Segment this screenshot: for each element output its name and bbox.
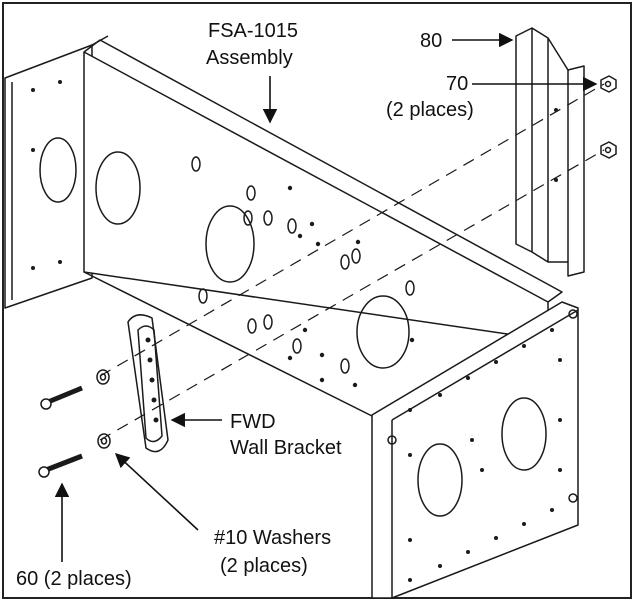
side-hole-right	[501, 397, 547, 471]
label-washers-line2: (2 places)	[220, 555, 308, 577]
stud-left	[387, 435, 397, 445]
label-assembly-line1: FSA-1015	[208, 20, 298, 42]
panel-hole-left	[95, 151, 141, 225]
washer-10	[96, 369, 111, 449]
panel-holes-small	[287, 185, 415, 388]
channel-bracket-80	[515, 27, 585, 277]
nut-70	[600, 75, 617, 159]
panel-slots	[191, 156, 415, 374]
left-panel-holes	[31, 80, 62, 270]
label-washers-line1: #10 Washers	[214, 527, 331, 549]
right-side-panel	[371, 301, 579, 599]
leader-arrows	[54, 32, 598, 562]
alignment-lines	[99, 83, 605, 441]
label-part-80: 80	[420, 30, 442, 52]
fwd-wall-bracket	[127, 314, 169, 453]
screw-60	[38, 385, 83, 478]
left-side-panel	[4, 44, 93, 309]
panel-hole-right	[356, 295, 410, 369]
label-fwd-line1: FWD	[230, 411, 276, 433]
panel-hole-middle	[205, 205, 255, 283]
label-assembly-line2: Assembly	[206, 47, 293, 69]
side-panel-holes	[408, 328, 562, 582]
figure-border	[2, 2, 632, 599]
label-fwd-line2: Wall Bracket	[230, 437, 342, 459]
label-part-70-qty: (2 places)	[386, 99, 474, 121]
label-part-60: 60 (2 places)	[16, 568, 132, 590]
label-part-70: 70	[446, 73, 468, 95]
stud-top	[568, 309, 578, 319]
stud-bottom	[568, 493, 578, 503]
side-hole-left	[417, 443, 463, 517]
